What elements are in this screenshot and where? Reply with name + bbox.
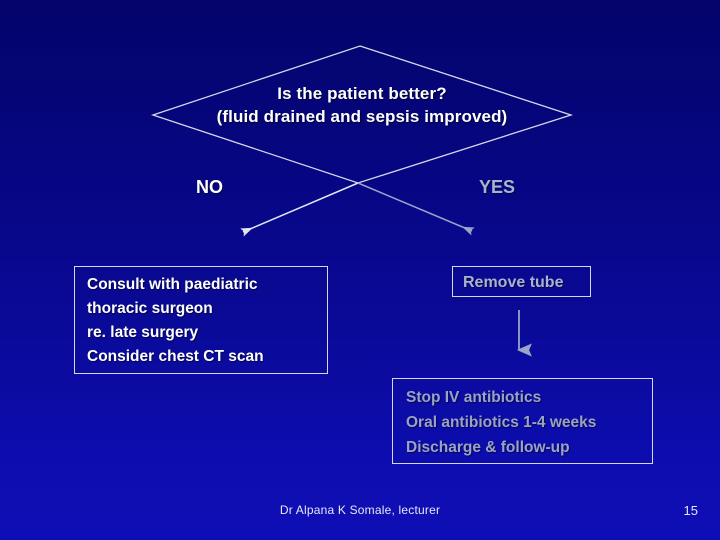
remove-tube-line-1: Remove tube [463, 274, 564, 291]
decision-line-1: Is the patient better? [277, 84, 447, 103]
no-branch-arrow [240, 182, 359, 237]
discharge-line-2: Oral antibiotics 1-4 weeks [406, 414, 597, 431]
consult-line-3: re. late surgery [87, 324, 199, 341]
box-consult-surgeon: Consult with paediatric thoracic surgeon… [74, 266, 328, 374]
box-remove-tube: Remove tube [452, 266, 591, 297]
consult-line-1: Consult with paediatric [87, 276, 258, 293]
consult-line-4: Consider chest CT scan [87, 348, 264, 365]
slide-page-number: 15 [683, 503, 698, 518]
discharge-line-1: Stop IV antibiotics [406, 389, 542, 406]
branch-label-no: NO [196, 177, 223, 197]
discharge-line-3: Discharge & follow-up [406, 439, 570, 456]
decision-diamond-label: Is the patient better? (fluid drained an… [153, 82, 571, 128]
yes-branch-arrow [357, 182, 475, 236]
branch-label-yes: YES [479, 177, 516, 197]
consult-line-2: thoracic surgeon [87, 300, 213, 317]
footer-author: Dr Alpana K Somale, lecturer [279, 503, 441, 517]
decision-line-2: (fluid drained and sepsis improved) [216, 107, 508, 126]
box-discharge-plan: Stop IV antibiotics Oral antibiotics 1-4… [392, 378, 653, 464]
